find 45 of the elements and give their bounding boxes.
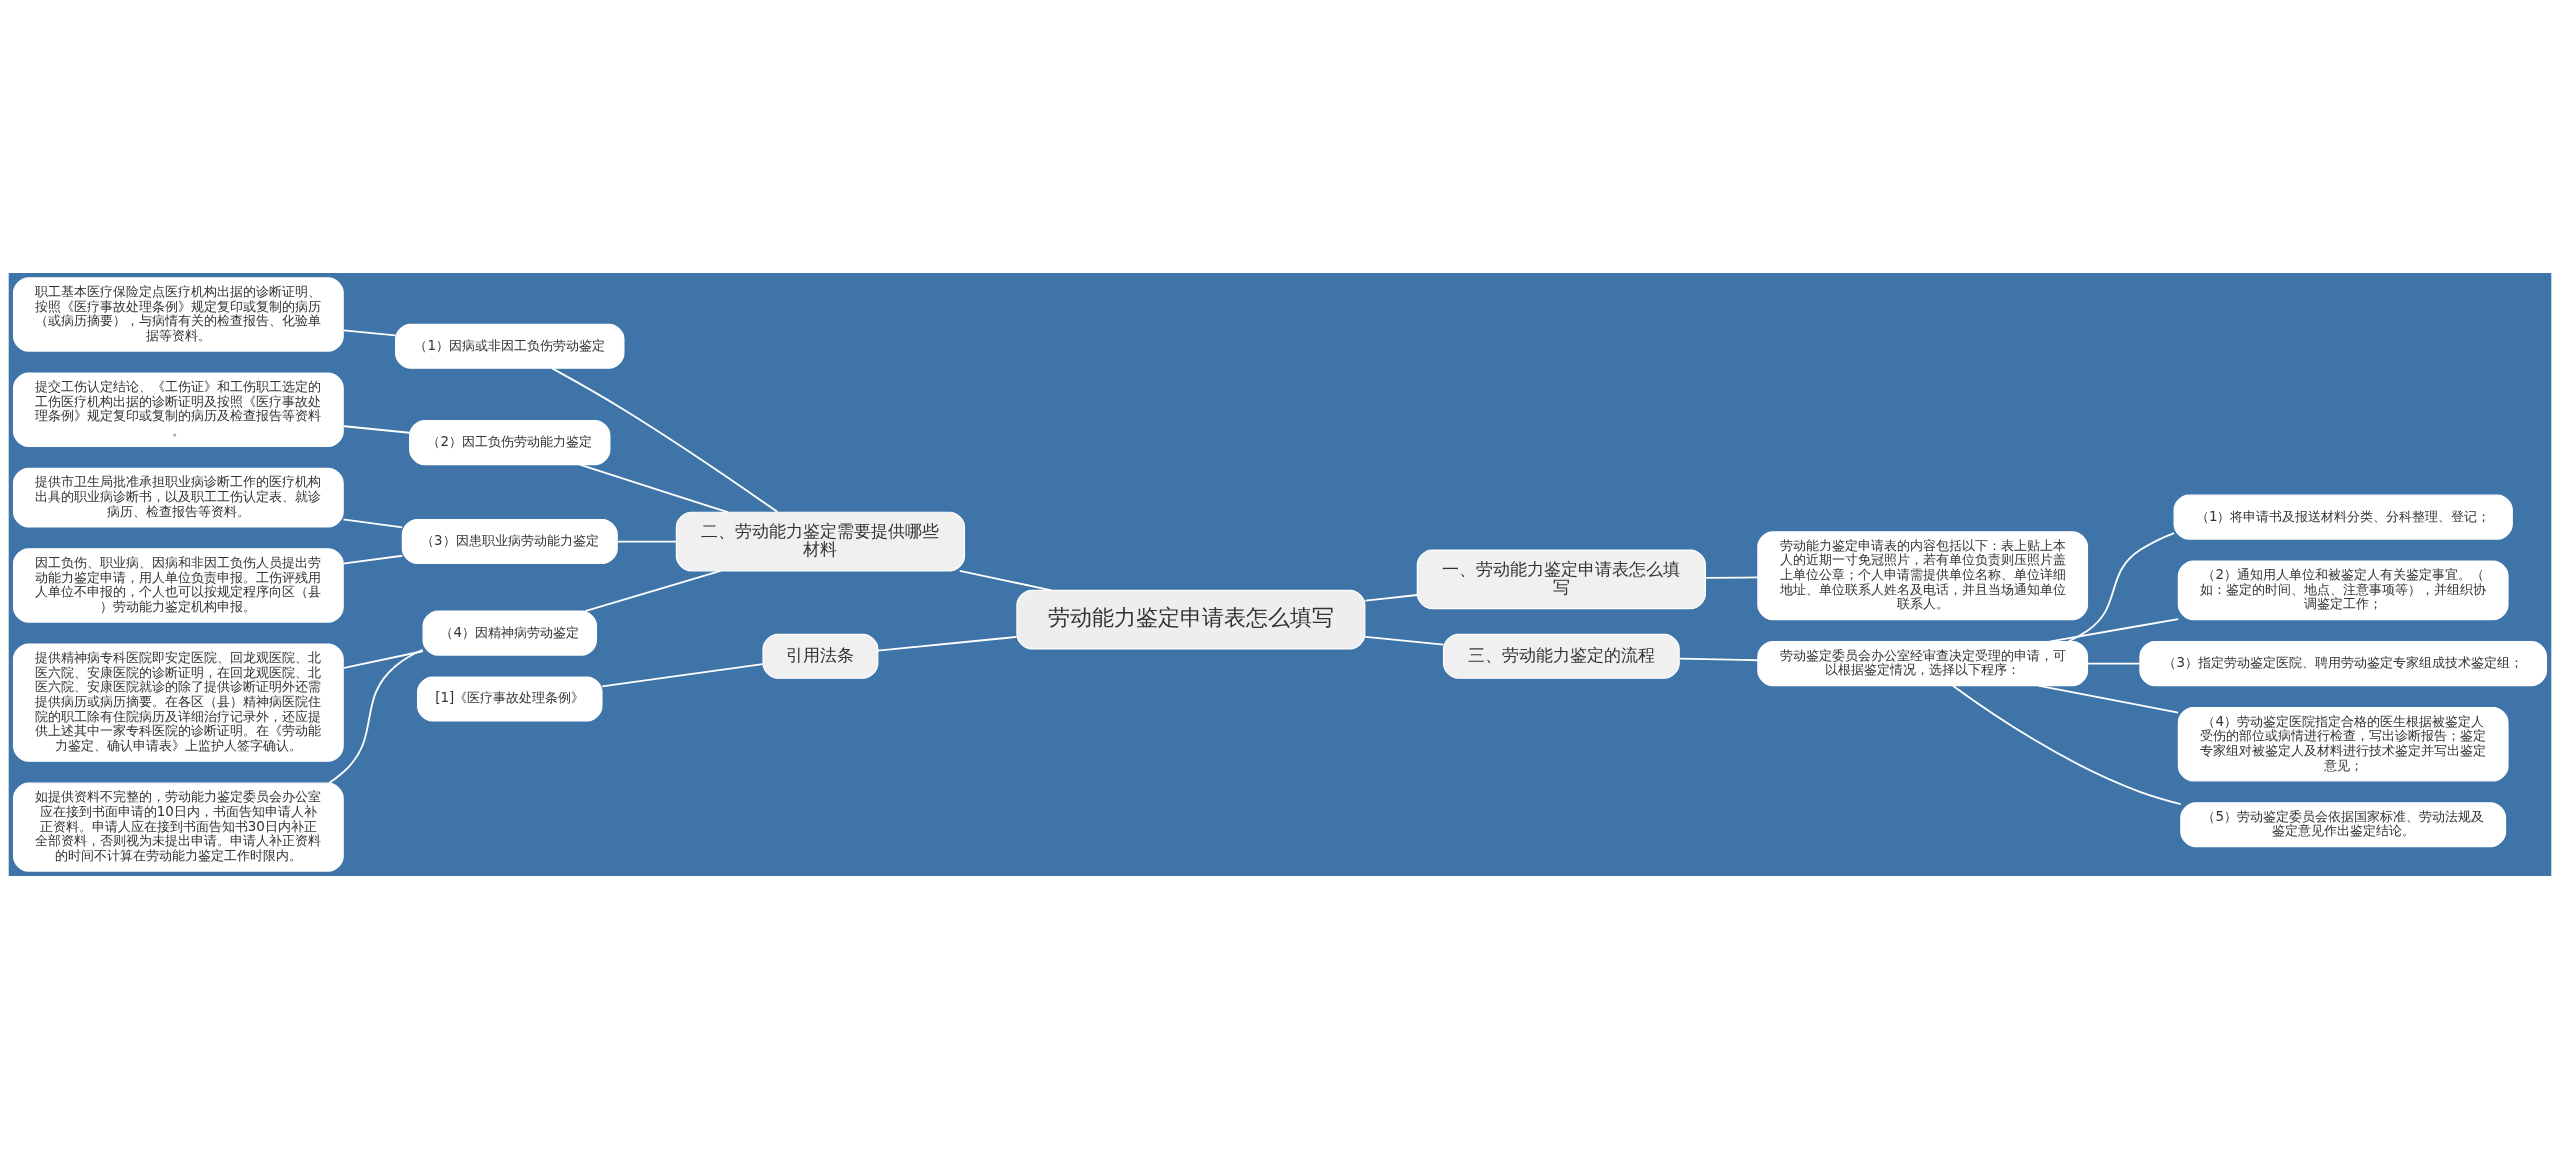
connector [1364,594,1419,602]
node-box: （3）因患职业病劳动能力鉴定 [401,518,618,565]
node-box: 一、劳动能力鉴定申请表怎么填写 [1416,549,1706,610]
node-box: （2）通知用人单位和被鉴定人有关鉴定事宜。（如：鉴定的时间、地点、注意事项等），并组织协调鉴定工作； [2177,560,2509,621]
node-box: （4）劳动鉴定医院指定合格的医生根据被鉴定人受伤的部位或病情进行检查，写出诊断报告；鉴定专家组对被鉴定人及材料进行技术鉴定并写出鉴定意见； [2177,706,2509,782]
connector [1951,684,2182,805]
connector [1364,636,1445,646]
connector [2048,618,2180,643]
node-box: 提供市卫生局批准承担职业病诊断工作的医疗机构出具的职业病诊断书，以及职工工伤认定表、就诊病历、检查报告等资料。 [12,467,344,528]
node-box: （4）因精神病劳动鉴定 [422,610,598,656]
connector [2067,532,2175,643]
node-box: 劳动能力鉴定申请表的内容包括以下：表上贴上本人的近期一寸免冠照片，若有单位负责则压照片盖上单位公章；个人申请需提供单位名称、单位详细地址、单位联系人姓名及电话，并且当场通知单位联系人。 [1757,531,2089,621]
connector [342,518,404,529]
node-box: [1]《医疗事故处理条例》 [417,676,603,722]
node-box: 职工基本医疗保险定点医疗机构出据的诊断证明、按照《医疗事故处理条例》规定复印或复制的病历（或病历摘要），与病情有关的检查报告、化验单据等资料。 [12,277,344,352]
connector [1678,657,1759,662]
node-box: （1）将申请书及报送材料分类、分科整理、登记； [2173,494,2513,540]
node-box: 引用法条 [762,633,879,679]
connector [342,329,397,337]
node-box: 三、劳动能力鉴定的流程 [1442,633,1680,679]
node-box: 提供精神病专科医院即安定医院、回龙观医院、北医六院、安康医院的诊断证明，在回龙观医院、北医六院、安康医院就诊的除了提供诊断证明外还需提供病历或病历摘要。在各区（县）精神病医院住院的职工除有住院病历及详细治疗记录外，还应提供上述其中一家专科医院的诊断证明。在《劳动能力鉴定、确认申请表》上监护人签字确认。 [12,643,344,762]
connector [578,463,729,514]
node-box: 劳动鉴定委员会办公室经审查决定受理的申请，可以根据鉴定情况，选择以下程序： [1757,641,2089,687]
connector [342,554,404,565]
node-box: 如提供资料不完整的，劳动能力鉴定委员会办公室应在接到书面申请的10日内，书面告知申请人补正资料。申请人应在接到书面告知书30日内补正全部资料，否则视为未提出申请。申请人补正资料的时间不计算在劳动能力鉴定工作时限内。 [12,782,344,872]
connector [2087,662,2141,665]
connector [601,663,764,688]
connector [2037,684,2179,714]
connector [551,367,779,513]
connector [328,648,424,784]
connector [584,569,722,612]
connector [342,650,424,669]
node-box: （5）劳动鉴定委员会依据国家标准、劳动法规及鉴定意见作出鉴定结论。 [2180,802,2507,848]
node-box: （2）因工负伤劳动能力鉴定 [409,420,611,466]
connector [958,569,1053,592]
node-box: （1）因病或非因工负伤劳动鉴定 [395,323,625,369]
connector [342,425,411,434]
node-box: 劳动能力鉴定申请表怎么填写 [1016,589,1366,650]
connector [1704,576,1759,579]
node-box: 提交工伤认定结论、《工伤证》和工伤职工选定的工伤医疗机构出据的诊断证明及按照《医疗事故处理条例》规定复印或复制的病历及检查报告等资料。 [12,372,344,447]
node-box: 因工负伤、职业病、因病和非因工负伤人员提出劳动能力鉴定申请，用人单位负责申报。工伤评残用人单位不申报的，个人也可以按规定程序向区（县）劳动能力鉴定机构申报。 [12,548,344,623]
connector [616,540,678,543]
node-box: （3）指定劳动鉴定医院、聘用劳动鉴定专家组成技术鉴定组； [2139,641,2548,687]
connector [877,635,1018,652]
node-box: 二、劳动能力鉴定需要提供哪些材料 [675,511,966,572]
